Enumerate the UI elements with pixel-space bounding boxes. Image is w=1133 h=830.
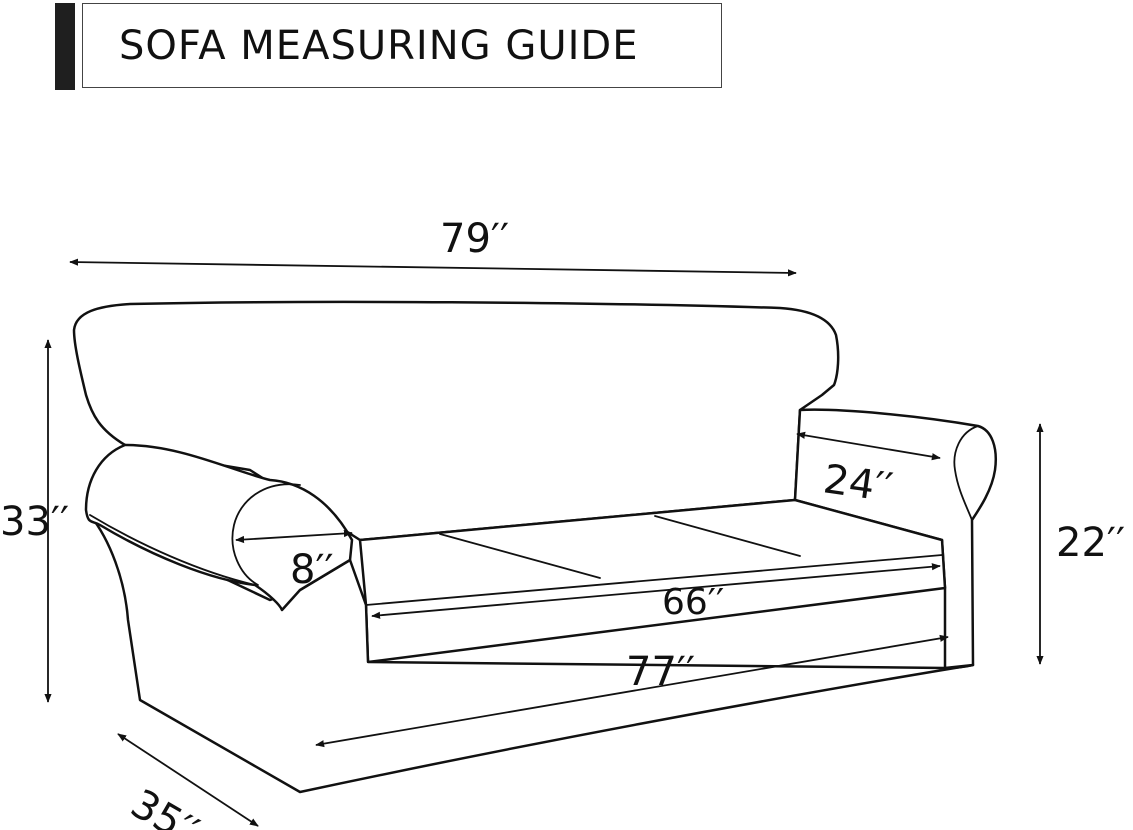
sofa-left-arm xyxy=(84,443,354,612)
label-seat-width: 66′′ xyxy=(662,582,724,623)
label-front-width: 77′′ xyxy=(626,649,695,695)
right-arm-scroll xyxy=(953,425,979,521)
label-depth: 35′′ xyxy=(123,781,206,830)
seat-cushion-divider-2 xyxy=(654,515,801,557)
label-total-height: 33′′ xyxy=(0,499,69,545)
seat-66-arrow xyxy=(371,563,941,619)
label-total-width: 79′′ xyxy=(440,216,509,262)
title-box: SOFA MEASURING GUIDE xyxy=(82,3,722,88)
depth-35-arrow xyxy=(117,733,259,827)
arm-24-arrow xyxy=(796,431,941,461)
title-accent-bar xyxy=(55,3,75,90)
left-arm-underline xyxy=(89,514,256,586)
arm-8-arrow xyxy=(235,529,353,544)
sofa-back xyxy=(72,300,840,542)
width-79-arrow xyxy=(69,258,797,277)
page-title: SOFA MEASURING GUIDE xyxy=(119,22,639,69)
label-arm-width: 8′′ xyxy=(290,547,334,593)
left-arm-scroll xyxy=(231,483,301,586)
label-arm-depth: 24′′ xyxy=(821,456,896,511)
front-77-arrow xyxy=(315,634,949,748)
label-arm-height: 22′′ xyxy=(1056,520,1125,566)
